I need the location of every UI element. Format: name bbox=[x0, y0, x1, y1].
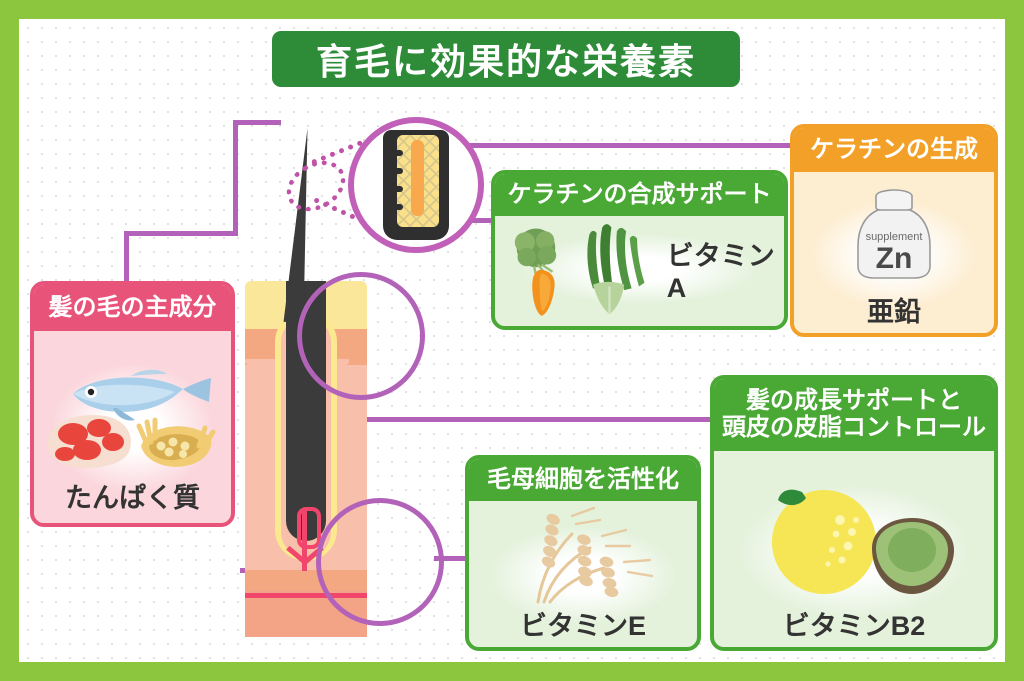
connector-protein-vert2 bbox=[124, 231, 129, 293]
card-vitamin-b2-header-line1: 髪の成長サポートと bbox=[746, 387, 962, 415]
lemon-icon bbox=[772, 489, 876, 594]
card-vitamin-a-nutrient: ビタミンA bbox=[666, 241, 775, 303]
card-vitamin-a-header: ケラチンの合成サポート bbox=[495, 174, 784, 216]
fish-icon bbox=[72, 369, 211, 421]
hair-shaft-circle bbox=[297, 272, 425, 400]
card-zinc-body: supplement Zn 亜鉛 bbox=[794, 172, 994, 333]
card-vitamin-e-header: 毛母細胞を活性化 bbox=[469, 459, 697, 501]
connector-vitamin-a bbox=[462, 218, 510, 223]
connector-protein-vert1 bbox=[233, 120, 238, 236]
avocado-icon bbox=[872, 518, 954, 594]
protein-food-icons bbox=[47, 369, 215, 468]
card-vitamin-b2[interactable]: 髪の成長サポートと 頭皮の皮脂コントロール bbox=[710, 375, 998, 651]
hair-root-circle bbox=[316, 498, 444, 626]
wheat-head-1 bbox=[541, 513, 560, 568]
wheat-head-3 bbox=[599, 556, 619, 598]
papilla-vessel-stem bbox=[302, 509, 307, 571]
card-zinc-header: ケラチンの生成 bbox=[794, 128, 994, 172]
dermal-papilla bbox=[286, 503, 324, 571]
card-vitamin-b2-body: ビタミンB2 bbox=[714, 451, 994, 647]
natto-icon bbox=[136, 417, 215, 467]
card-zinc[interactable]: ケラチンの生成 supplement Zn 亜鉛 bbox=[790, 124, 998, 337]
cuticle-scale bbox=[385, 186, 403, 192]
connector-vitamin-e bbox=[434, 556, 474, 561]
card-protein[interactable]: 髪の毛の主成分 bbox=[30, 281, 235, 527]
card-protein-nutrient: たんぱく質 bbox=[65, 483, 200, 513]
cuticle-scale bbox=[385, 204, 403, 210]
card-vitamin-e-body: ビタミンE bbox=[469, 501, 697, 647]
connector-protein-horiz bbox=[124, 231, 238, 236]
card-protein-body: たんぱく質 bbox=[34, 331, 231, 523]
connector-zinc bbox=[466, 143, 796, 148]
cuticle-scale bbox=[385, 150, 403, 156]
papilla-capillary-loop bbox=[297, 507, 321, 549]
card-vitamin-a[interactable]: ケラチンの合成サポート bbox=[491, 170, 788, 330]
vitamin-b2-food-icons bbox=[772, 489, 954, 594]
card-vitamin-b2-header-line2: 頭皮の皮脂コントロール bbox=[722, 414, 986, 441]
hair-cuticle-magnifier bbox=[348, 117, 484, 253]
supplement-bottle-icon: supplement Zn bbox=[857, 189, 931, 279]
card-vitamin-b2-header: 髪の成長サポートと 頭皮の皮脂コントロール bbox=[714, 379, 994, 451]
card-zinc-nutrient: 亜鉛 bbox=[867, 297, 921, 327]
bottle-big-label: Zn bbox=[876, 242, 913, 275]
cuticle-scale bbox=[385, 168, 403, 174]
card-vitamin-e-nutrient: ビタミンE bbox=[519, 611, 646, 641]
page-title-band: 育毛に効果的な栄養素 bbox=[272, 31, 740, 87]
connector-b2-horiz bbox=[348, 417, 716, 422]
vitamin-a-food-icons bbox=[514, 224, 645, 316]
medulla-layer bbox=[411, 140, 424, 216]
page-title: 育毛に効果的な栄養素 bbox=[315, 41, 696, 82]
wheat-head-2 bbox=[577, 534, 593, 587]
bottle-small-label: supplement bbox=[866, 231, 923, 243]
blood-vessel-line bbox=[245, 593, 367, 598]
card-vitamin-b2-nutrient: ビタミンB2 bbox=[782, 611, 926, 641]
card-vitamin-a-body: ビタミンA bbox=[495, 216, 784, 322]
carrot-icon bbox=[514, 228, 557, 316]
meat-icon bbox=[47, 414, 131, 468]
card-vitamin-e[interactable]: 毛母細胞を活性化 bbox=[465, 455, 701, 651]
wheat-icon bbox=[536, 506, 654, 604]
connector-protein-top bbox=[233, 120, 281, 125]
spinach-icon bbox=[587, 224, 645, 315]
hair-cuticle-illustration bbox=[383, 130, 449, 240]
card-protein-header: 髪の毛の主成分 bbox=[34, 285, 231, 331]
